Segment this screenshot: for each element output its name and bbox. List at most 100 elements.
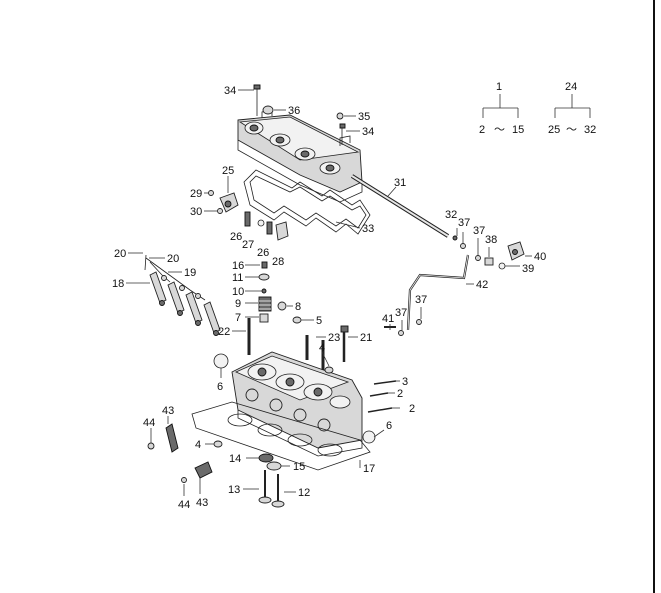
callout-14: 14 xyxy=(229,453,241,465)
ring-4-lower xyxy=(213,440,223,448)
callout-6a: 6 xyxy=(217,381,223,393)
callout-22: 22 xyxy=(218,326,230,338)
bracket-43-lower xyxy=(194,461,213,479)
bracket-43-upper xyxy=(165,423,179,453)
callout-3: 3 xyxy=(402,376,408,388)
washer-37a xyxy=(460,243,466,249)
callout-16: 16 xyxy=(232,260,244,272)
ring-4-upper xyxy=(324,366,334,374)
callout-38: 38 xyxy=(485,234,497,246)
callout-44b: 44 xyxy=(178,499,190,511)
legend-parent-24: 24 xyxy=(565,81,577,93)
nut-32 xyxy=(452,235,458,241)
callout-20b: 20 xyxy=(167,253,179,265)
callout-34a: 34 xyxy=(224,85,236,97)
callout-43b: 43 xyxy=(196,497,208,509)
callout-12: 12 xyxy=(298,487,310,499)
washer-36 xyxy=(262,105,274,115)
washer-37d xyxy=(416,319,422,325)
callout-21: 21 xyxy=(360,332,372,344)
group-legend: 1 2 ～ 15 24 25 ～ 32 xyxy=(479,81,596,136)
leader-lines xyxy=(126,89,532,496)
camshaft-housing xyxy=(237,109,363,203)
cotter-16 xyxy=(261,261,268,269)
callout-37a: 37 xyxy=(458,217,470,229)
legend-tilde-1: ～ xyxy=(494,124,505,136)
callout-8: 8 xyxy=(295,301,301,313)
gasket-33-inner xyxy=(249,175,367,229)
plug-6-right xyxy=(362,430,376,444)
callout-42: 42 xyxy=(476,279,488,291)
callout-26b: 26 xyxy=(257,247,269,259)
callout-43a: 43 xyxy=(162,405,174,417)
callout-34b: 34 xyxy=(362,126,374,138)
callout-labels: 34 36 35 34 25 29 30 26 27 26 28 31 33 2… xyxy=(112,85,546,511)
spring-9 xyxy=(258,296,272,312)
callout-31: 31 xyxy=(394,177,406,189)
callout-32: 32 xyxy=(445,209,457,221)
callout-9: 9 xyxy=(235,298,241,310)
callout-4a: 4 xyxy=(319,342,325,354)
legend-child-to-1: 15 xyxy=(512,124,524,136)
legend-tilde-24: ～ xyxy=(566,124,577,136)
callout-10: 10 xyxy=(232,286,244,298)
callout-11: 11 xyxy=(232,272,243,284)
callout-28: 28 xyxy=(272,256,284,268)
bolt-44-upper xyxy=(147,442,155,450)
callout-37c: 37 xyxy=(395,307,407,319)
callout-2a: 2 xyxy=(397,388,403,400)
callout-39: 39 xyxy=(522,263,534,275)
valve-13 xyxy=(258,470,272,504)
cap-8 xyxy=(277,301,287,311)
callout-6b: 6 xyxy=(386,420,392,432)
callout-5: 5 xyxy=(316,315,322,327)
legend-bracket-24 xyxy=(554,94,591,118)
bolt-21 xyxy=(340,325,349,362)
callout-13: 13 xyxy=(228,484,240,496)
bolt-34-right xyxy=(339,123,346,145)
bolt-34-top xyxy=(253,84,261,116)
callout-23: 23 xyxy=(328,332,340,344)
screw-29 xyxy=(208,190,214,196)
callout-29: 29 xyxy=(190,188,202,200)
legend-parent-1: 1 xyxy=(496,81,502,93)
seat-7 xyxy=(259,313,269,323)
seat-14 xyxy=(258,453,274,463)
callout-44a: 44 xyxy=(143,417,155,429)
legend-child-from-24: 25 xyxy=(548,124,560,136)
seal-10 xyxy=(261,288,267,294)
washer-37c xyxy=(398,330,404,336)
injectors-18 xyxy=(149,271,221,336)
valve-12 xyxy=(271,474,285,508)
sensor-40 xyxy=(507,241,525,261)
callout-18: 18 xyxy=(112,278,124,290)
washer-37b xyxy=(475,255,481,261)
retainer-11 xyxy=(258,273,270,281)
ring-5 xyxy=(292,316,302,324)
fuel-line-42 xyxy=(406,254,470,331)
callout-17: 17 xyxy=(363,463,375,475)
callout-41: 41 xyxy=(382,313,394,325)
callout-25: 25 xyxy=(222,165,234,177)
sensor-25 xyxy=(219,192,239,213)
callout-30: 30 xyxy=(190,206,202,218)
seat-15 xyxy=(266,461,282,471)
cylinder-head xyxy=(231,351,363,457)
ring-27 xyxy=(257,219,265,227)
pin-26a xyxy=(244,211,251,227)
bolt-44-lower xyxy=(181,477,187,483)
bolt-35 xyxy=(336,112,344,120)
pin-3 xyxy=(373,380,397,385)
callout-20a: 20 xyxy=(114,248,126,260)
gasket-33 xyxy=(243,169,371,235)
callout-37d: 37 xyxy=(415,294,427,306)
callout-35: 35 xyxy=(358,111,370,123)
head-gasket-17 xyxy=(191,401,371,471)
nuts-19 xyxy=(161,275,201,299)
callout-26a: 26 xyxy=(230,231,242,243)
page-border-right xyxy=(653,0,655,593)
callout-27: 27 xyxy=(242,239,254,251)
callout-7: 7 xyxy=(235,312,241,324)
pin-2b xyxy=(367,407,393,413)
